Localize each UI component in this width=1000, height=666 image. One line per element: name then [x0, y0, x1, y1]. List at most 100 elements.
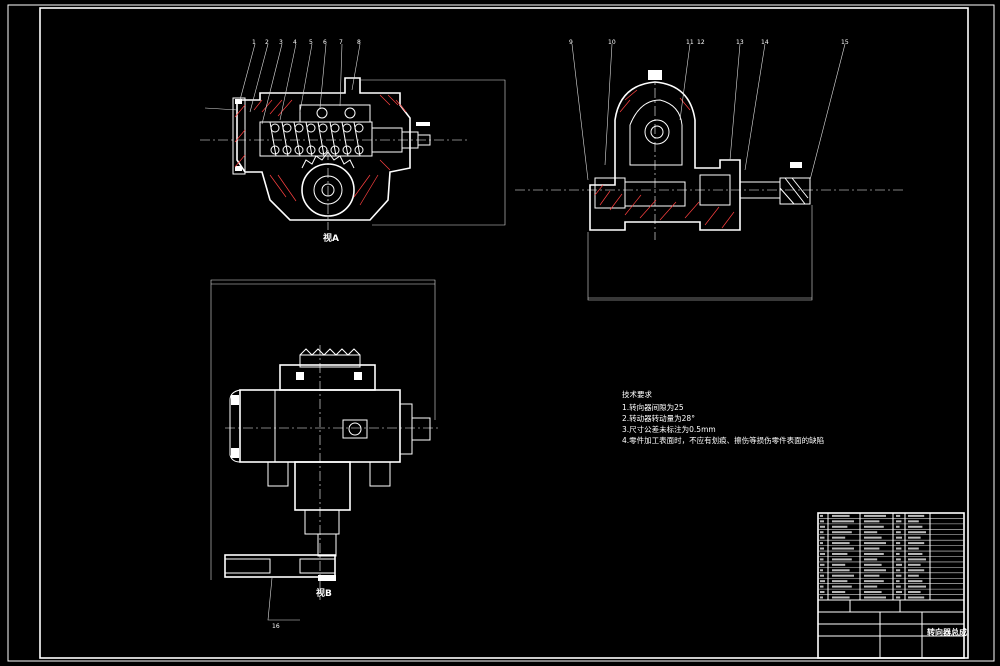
parts-list-cell-mark [820, 585, 824, 588]
parts-list-cell-mark [820, 591, 825, 594]
parts-list-cell-mark [832, 552, 848, 555]
balloon-15: 15 [841, 39, 849, 46]
parts-list-cell-mark [864, 591, 882, 594]
parts-list-cell-mark [908, 580, 923, 583]
parts-list-cell-mark [896, 525, 900, 528]
parts-list-cell-mark [832, 558, 852, 561]
parts-list-cell-mark [864, 585, 878, 588]
parts-list-cell-mark [896, 542, 901, 545]
tech-req-item-4: 4.零件加工表面时，不应有划痕、擦伤等损伤零件表面的缺陷 [622, 435, 824, 445]
section-view-2 [515, 43, 905, 301]
parts-list-cell-mark [820, 574, 824, 577]
parts-list-cell-mark [820, 563, 825, 566]
view2-label: 视B [316, 587, 332, 599]
parts-list-cell-mark [820, 558, 824, 561]
parts-list-cell-mark [908, 574, 919, 577]
parts-list-cell-mark [896, 563, 902, 566]
parts-list-cell-mark [896, 591, 902, 594]
balloon-1: 1 [252, 39, 256, 46]
title-block: 转向器总成 [817, 512, 967, 659]
drawing-name: 转向器总成 [927, 627, 967, 637]
sector-gear [301, 151, 355, 217]
parts-list-cell-mark [908, 563, 921, 566]
balloon-8: 8 [357, 39, 361, 46]
parts-list-cell-mark [908, 525, 923, 528]
technical-requirements: 技术要求 1.转向器间隙为25 2.转动器转动量为28° 3.尺寸公差未标注为0… [622, 389, 824, 445]
parts-list-cell-mark [896, 514, 901, 517]
balloon-3: 3 [279, 39, 283, 46]
parts-list-cell-mark [864, 574, 880, 577]
parts-list-cell-mark [896, 585, 901, 588]
view2-balloons: 9 10 11 12 13 14 15 [569, 39, 849, 46]
section-view-1 [200, 43, 506, 230]
parts-list-cell-mark [896, 552, 900, 555]
parts-list-cell-mark [832, 525, 848, 528]
plan-view-3 [210, 279, 440, 621]
balloon-10: 10 [608, 39, 616, 46]
parts-list-cell-mark [820, 520, 824, 523]
tech-req-item-2: 2.转动器转动量为28° [622, 413, 695, 423]
parts-list-cell-mark [864, 536, 882, 539]
worm-thread [269, 121, 364, 157]
parts-list-cell-mark [908, 569, 925, 572]
parts-list-cell-mark [832, 520, 854, 523]
parts-list-cell-mark [908, 552, 923, 555]
parts-list-cell-mark [896, 547, 902, 550]
parts-list-cell-mark [864, 596, 886, 599]
parts-list-cell-mark [896, 574, 902, 577]
tech-req-title: 技术要求 [622, 389, 652, 399]
parts-list-cell-mark [908, 542, 925, 545]
parts-list-cell-mark [864, 531, 878, 534]
parts-list-cell-mark [820, 569, 823, 572]
balloon-11: 11 [686, 39, 694, 46]
parts-list-cell-mark [908, 547, 919, 550]
parts-list-cell-mark [864, 520, 880, 523]
parts-list-cell-mark [864, 569, 886, 572]
parts-list-cell-mark [820, 547, 824, 550]
balloon-2: 2 [265, 39, 269, 46]
tech-req-item-3: 3.尺寸公差未标注为0.5mm [622, 424, 716, 434]
parts-list-cell-mark [864, 563, 882, 566]
parts-list-cell-mark [864, 525, 884, 528]
parts-list-cell-mark [864, 580, 884, 583]
view1-label: 视A [323, 232, 339, 244]
parts-list-cell-mark [832, 585, 852, 588]
balloon-4: 4 [293, 39, 297, 46]
parts-list-cell-mark [896, 536, 902, 539]
parts-list-cell-mark [864, 558, 878, 561]
parts-list-cell-mark [820, 542, 823, 545]
parts-list-cell-mark [820, 525, 825, 528]
parts-list-cell-mark [820, 580, 825, 583]
parts-list-cell-mark [832, 542, 850, 545]
parts-list-cell-mark [832, 574, 854, 577]
parts-list-cell-mark [864, 514, 886, 517]
parts-list-cell-mark [896, 596, 901, 599]
parts-list-cell-mark [832, 569, 850, 572]
parts-list-cell-mark [908, 531, 926, 534]
parts-list-cell-mark [832, 547, 854, 550]
parts-list-cell-mark [908, 514, 925, 517]
parts-list-cell-mark [832, 531, 852, 534]
parts-list-cell-mark [896, 569, 901, 572]
tech-req-item-1: 1.转向器间隙为25 [622, 402, 684, 412]
parts-list-cell-mark [896, 531, 901, 534]
balloon-9: 9 [569, 39, 573, 46]
parts-list-cell-mark [820, 514, 823, 517]
balloon-13: 13 [736, 39, 744, 46]
parts-list-cell-mark [908, 536, 921, 539]
parts-list-cell-mark [896, 520, 902, 523]
parts-list-cell-mark [908, 585, 926, 588]
balloon-16: 16 [272, 623, 280, 630]
parts-list-cell-mark [820, 552, 825, 555]
parts-list-cell-mark [832, 514, 850, 517]
balloon-14: 14 [761, 39, 769, 46]
parts-list-cell-mark [896, 558, 901, 561]
drawing-frame [7, 4, 995, 662]
parts-list-cell-mark [832, 536, 846, 539]
parts-list-cell-mark [820, 536, 825, 539]
balloon-6: 6 [323, 39, 327, 46]
parts-list-cell-mark [820, 531, 824, 534]
parts-list-cell-mark [832, 563, 846, 566]
balloon-12: 12 [697, 39, 705, 46]
